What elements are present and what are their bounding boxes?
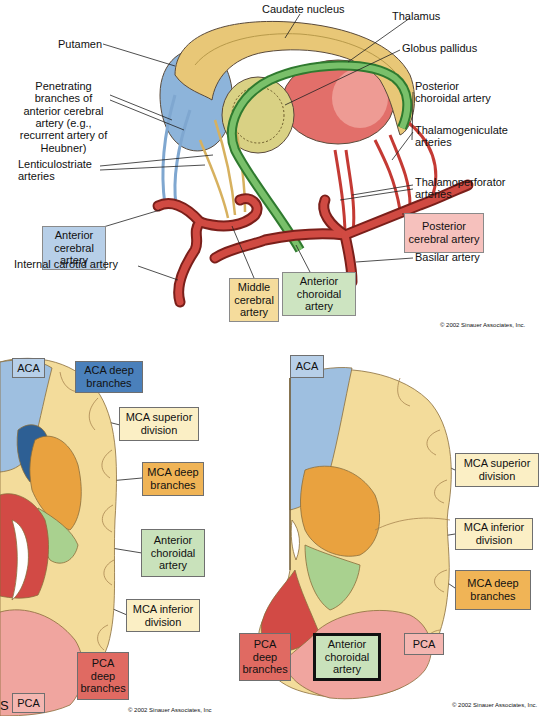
box-label: PCA deep branches	[80, 657, 125, 695]
artery-territory-box: MCA superior division	[455, 453, 539, 487]
box-label: MCA deep branches	[459, 577, 527, 602]
box-label: ACA	[296, 360, 319, 373]
box-label: MCA superior division	[123, 411, 195, 436]
box-label: Anterior choroidal artery	[286, 275, 352, 313]
box-label: Posterior cerebral artery	[408, 220, 480, 245]
artery-territory-box: PCA deep branches	[239, 633, 291, 681]
artery-territory-box: MCA deep branches	[142, 462, 204, 496]
structure-label: Basilar artery	[415, 251, 515, 263]
structure-label: Thalamoperforator arteries	[415, 176, 530, 201]
artery-territory-box: Anterior choroidal artery	[313, 633, 381, 681]
copyright-note: © 2002 Sinauer Associates, Inc	[128, 707, 238, 714]
copyright-note: © 2002 Sinauer Associates, Inc.	[452, 702, 550, 709]
box-label: PCA deep branches	[242, 638, 287, 676]
artery-territory-box: MCA superior division	[119, 407, 199, 441]
artery-territory-box: Anterior choroidal artery	[141, 529, 205, 577]
artery-territory-box: PCA	[12, 693, 45, 713]
artery-territory-box: MCA deep branches	[455, 570, 531, 610]
structure-label: Caudate nucleus	[262, 3, 372, 15]
artery-territory-box: MCA inferior division	[126, 599, 200, 632]
box-label: Anterior choroidal artery	[145, 534, 201, 572]
structure-label: Thalamus	[392, 10, 462, 22]
artery-territory-box: ACA deep branches	[75, 361, 143, 393]
box-label: MCA deep branches	[146, 466, 200, 491]
artery-territory-box: Middle cerebral artery	[229, 278, 279, 322]
artery-territory-box: Anterior choroidal artery	[282, 272, 356, 316]
basal-ganglia	[160, 21, 415, 153]
box-label: ACA	[17, 362, 40, 375]
box-label: PCA	[17, 697, 40, 710]
structure-label: Thalamogeniculate arteries	[415, 124, 530, 149]
structure-label: S	[0, 699, 14, 714]
box-label: ACA deep branches	[79, 364, 139, 389]
artery-territory-box: MCA inferior division	[455, 518, 533, 550]
artery-territory-box: ACA	[290, 355, 324, 378]
box-label: Anterior choroidal artery	[319, 638, 375, 676]
box-label: MCA inferior division	[459, 521, 529, 546]
copyright-note: © 2002 Sinauer Associates, Inc.	[440, 322, 550, 329]
box-label: MCA superior division	[459, 457, 535, 482]
structure-label: Lenticulostriate arteries	[18, 158, 103, 183]
box-label: MCA inferior division	[130, 603, 196, 628]
artery-territory-box: Posterior cerebral artery	[404, 213, 484, 253]
structure-label: Penetrating branches of anterior cerebra…	[16, 80, 111, 154]
artery-territory-box: PCA	[404, 633, 444, 655]
structure-label: Internal carotid artery	[14, 258, 154, 270]
artery-territory-box: ACA	[12, 358, 45, 378]
box-label: Middle cerebral artery	[233, 281, 275, 319]
structure-label: Putamen	[58, 38, 118, 50]
artery-territory-box: PCA deep branches	[77, 652, 129, 700]
structure-label: Globus pallidus	[402, 42, 497, 54]
box-label: PCA	[413, 638, 436, 651]
structure-label: Posterior choroidal artery	[415, 80, 505, 105]
